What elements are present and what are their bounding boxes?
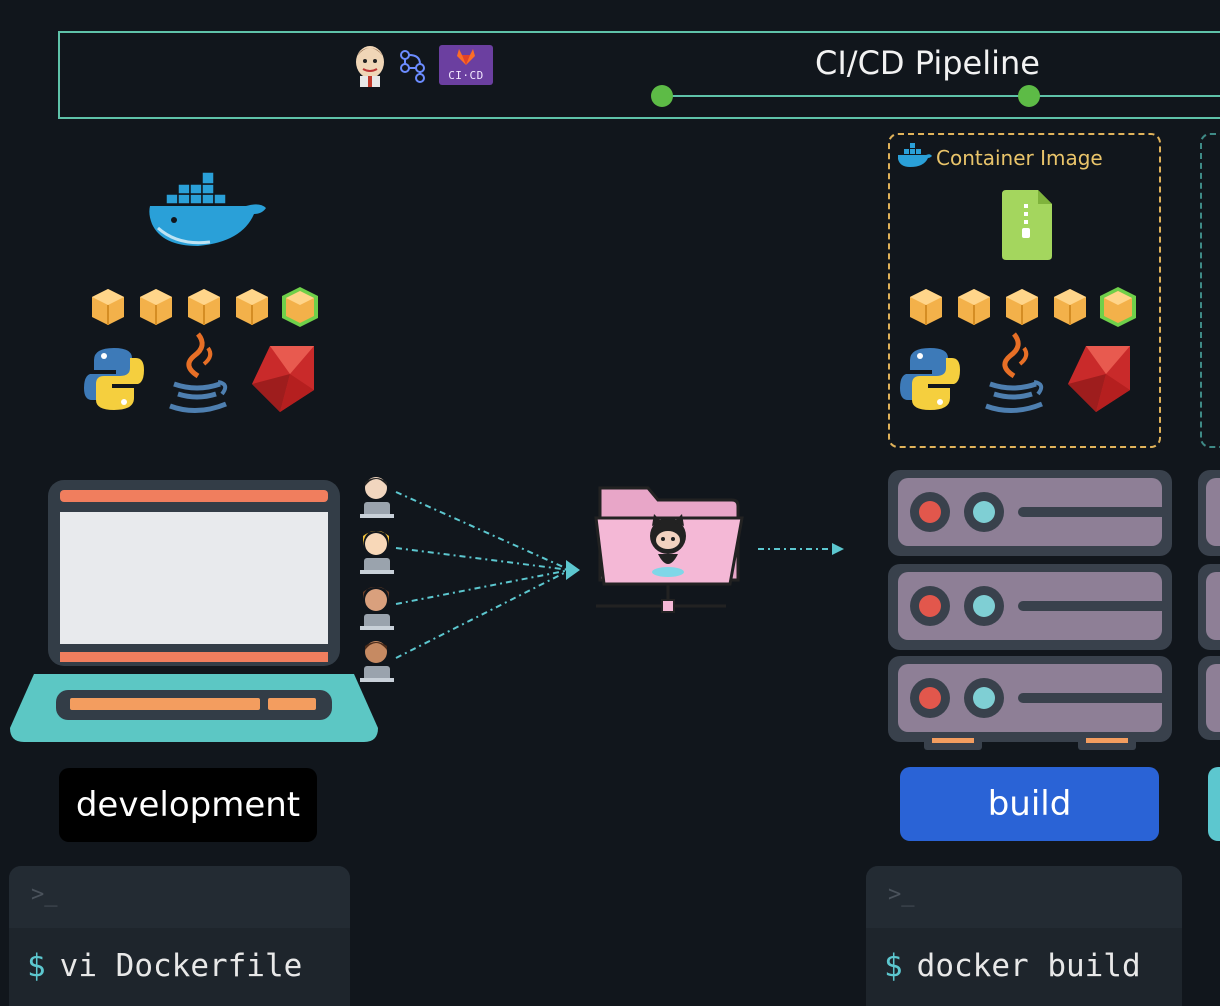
server-unit [888,564,1172,650]
developer-icon [360,586,394,630]
terminal-prompt-icon: >_ [31,882,58,907]
terminal-development: >_ $ vi Dockerfile [9,866,350,1006]
developer-icon [360,641,394,682]
terminal-header: >_ [866,866,1182,928]
pipeline-icon [400,50,425,83]
python-icon [84,348,144,410]
terminal-build: >_ $ docker build [866,866,1182,1006]
laptop-icon [10,480,378,742]
container-image-label: Container Image [936,146,1103,170]
java-icon [169,332,228,413]
terminal-dollar-sign: $ [27,948,46,984]
github-folder-icon [594,486,744,613]
commit-arrows [395,491,580,659]
package-row-image [910,287,1136,327]
server-unit [888,470,1172,556]
gitlab-ci-cd-icon: CI·CD [439,45,493,85]
development-stage-label[interactable]: development [59,768,317,842]
package-icon [92,289,124,325]
container-image-box [888,133,1161,448]
developer-icon [360,477,394,518]
terminal-command-line: $ docker build [884,948,1141,984]
build-stage-label[interactable]: build [900,767,1159,841]
package-icon [140,289,172,325]
next-stage-label[interactable] [1208,767,1220,841]
package-highlight-icon [282,287,318,327]
terminal-command: docker build [916,948,1141,984]
package-icon [1006,289,1038,325]
package-icon [1054,289,1086,325]
server-unit [888,656,1172,742]
octocat-icon [650,514,686,577]
terminal-command: vi Dockerfile [59,948,303,984]
docker-whale-small-icon [898,143,932,167]
ruby-icon [252,346,314,412]
package-icon [188,289,220,325]
next-server-icon [1198,470,1220,740]
next-container-image-box [1200,133,1220,448]
python-icon [900,348,960,410]
terminal-header: >_ [9,866,350,928]
package-icon [236,289,268,325]
java-icon [985,332,1044,413]
pipeline-node-build[interactable] [1018,85,1040,107]
docker-whale-icon [149,171,266,246]
jenkins-icon [356,46,384,87]
pipeline-title: CI/CD Pipeline [815,44,1040,82]
zip-file-icon [1002,190,1052,260]
gitlab-ci-cd-text: CI·CD [448,69,484,82]
pipeline-node-development[interactable] [651,85,673,107]
package-row-development [92,287,318,327]
repo-to-build-arrow [758,543,844,555]
gitlab-fox-icon [457,49,475,65]
build-server-icon [888,470,1172,750]
terminal-dollar-sign: $ [884,948,903,984]
pipeline-track [651,85,1220,107]
package-icon [910,289,942,325]
developer-icon [360,530,394,574]
pipeline-bar [58,31,1220,119]
ruby-icon [1068,346,1130,412]
package-icon [958,289,990,325]
terminal-command-line: $ vi Dockerfile [27,948,302,984]
package-highlight-icon [1100,287,1136,327]
terminal-prompt-icon: >_ [888,882,915,907]
